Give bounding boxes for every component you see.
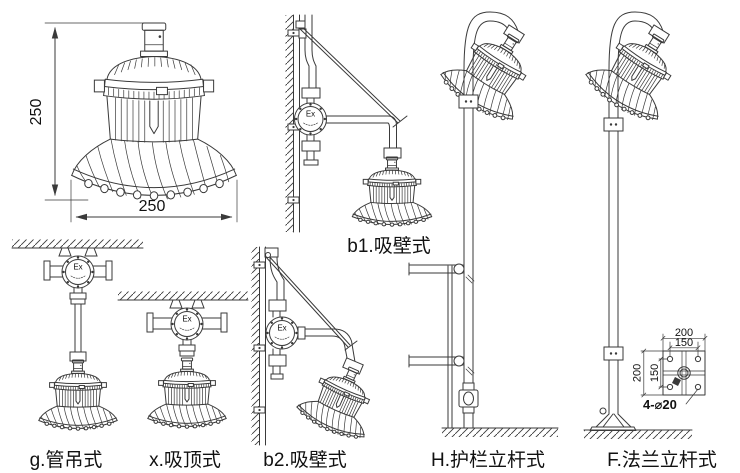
box-lug bbox=[58, 247, 72, 257]
flange-dim-hole-height: 150 bbox=[649, 364, 661, 382]
ground-hatch bbox=[584, 430, 692, 439]
flange-detail-drawing: 200 150 200 150 4-⌀20 bbox=[632, 327, 708, 412]
pole-coupling bbox=[458, 94, 479, 109]
guardrail bbox=[408, 262, 464, 429]
label-b1: b1.吸壁式 bbox=[347, 235, 430, 257]
conduit-cap bbox=[146, 312, 154, 333]
flange-dim-hole-width: 150 bbox=[675, 337, 693, 349]
pipe-coupling bbox=[69, 351, 87, 362]
label-F: F.法兰立杆式 bbox=[607, 449, 717, 471]
pipe-coupling bbox=[179, 350, 195, 357]
flange-base bbox=[589, 407, 637, 431]
pipe-end-cap bbox=[270, 373, 284, 380]
mount-x-drawing: x.吸顶式 bbox=[117, 291, 249, 471]
pipe-coupling bbox=[69, 292, 87, 300]
dim-width-label: 250 bbox=[139, 198, 166, 215]
ground-hatch bbox=[442, 428, 558, 437]
pole-cross-section bbox=[677, 366, 691, 380]
label-g: g.管吊式 bbox=[30, 449, 103, 471]
lamp-hook-coupling bbox=[503, 24, 525, 44]
label-b2: b2.吸壁式 bbox=[263, 449, 346, 471]
diagonal-brace bbox=[295, 20, 408, 128]
conduit-cap bbox=[105, 260, 113, 281]
label-H: H.护栏立杆式 bbox=[431, 449, 545, 471]
lamp-hook-coupling bbox=[648, 24, 670, 44]
width-dimension: 250 bbox=[70, 179, 238, 223]
box-lug bbox=[169, 299, 183, 309]
height-dimension: 250 bbox=[28, 22, 163, 201]
ceiling-hatch bbox=[118, 291, 248, 300]
pipe-coupling bbox=[301, 87, 321, 99]
conduit-cap bbox=[43, 260, 51, 281]
rail-clamps bbox=[453, 263, 475, 376]
label-x: x.吸顶式 bbox=[149, 449, 221, 471]
weld-mark bbox=[672, 377, 681, 386]
box-lug bbox=[84, 247, 98, 257]
pipe-end-cap bbox=[303, 159, 319, 166]
mount-b1-drawing: b1.吸壁式 bbox=[285, 14, 432, 257]
wall-bolts bbox=[253, 261, 266, 414]
flange-dim-outer-height: 200 bbox=[632, 364, 644, 382]
flange-dim-outer-width: 200 bbox=[675, 327, 693, 339]
diagonal-brace bbox=[264, 252, 358, 351]
pole bbox=[463, 69, 474, 429]
flange-plate bbox=[662, 350, 706, 396]
box-lug bbox=[191, 299, 205, 309]
wall-bracket bbox=[264, 247, 279, 258]
pipe-coupling bbox=[70, 298, 86, 305]
pole-junction-box bbox=[458, 382, 479, 414]
flange-bolt-note: 4-⌀20 bbox=[643, 397, 677, 412]
wall-arm bbox=[297, 326, 364, 375]
ceiling-hatch bbox=[12, 239, 143, 248]
wall-arm bbox=[325, 115, 402, 159]
dim-height-label: 250 bbox=[28, 99, 45, 126]
pipe-coupling bbox=[178, 344, 196, 352]
pipe-coupling bbox=[268, 299, 287, 312]
pipe-wall-clamp bbox=[298, 28, 307, 39]
pipe-coupling bbox=[301, 140, 321, 152]
pipe-coupling bbox=[268, 354, 287, 367]
mount-H-drawing: H.护栏立杆式 bbox=[408, 11, 559, 471]
pole-coupling bbox=[603, 346, 624, 361]
pole-coupling bbox=[603, 117, 624, 132]
conduit-cap bbox=[220, 312, 228, 333]
mount-g-drawing: g.管吊式 bbox=[11, 239, 144, 471]
mount-F-drawing: F.法兰立杆式 bbox=[579, 11, 717, 471]
flange-dimensions: 200 150 200 150 4-⌀20 bbox=[632, 327, 708, 412]
mount-b2-drawing: b2.吸壁式 bbox=[251, 246, 388, 471]
hero-lamp-drawing: 250 250 bbox=[28, 22, 238, 223]
